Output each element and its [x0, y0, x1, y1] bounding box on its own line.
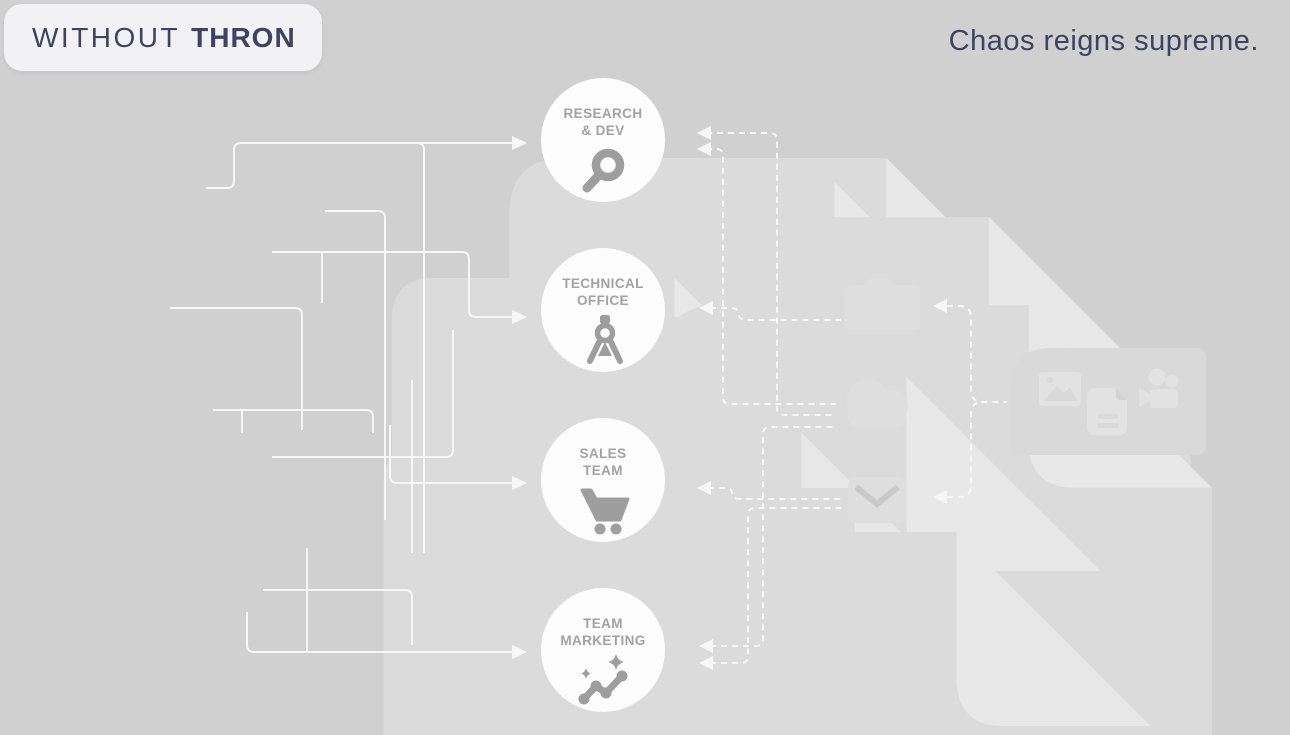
arrow-left-icon — [697, 481, 711, 495]
folder-icon — [845, 278, 920, 330]
video-camera-icon — [1139, 368, 1179, 408]
document-icon — [1087, 388, 1127, 435]
cart-icon — [580, 488, 630, 535]
arrow-left-icon — [699, 301, 713, 315]
department-label-line1: TECHNICAL — [562, 276, 644, 291]
arrow-right-icon — [512, 645, 527, 659]
envelope-icon — [848, 477, 906, 523]
department-label-line2: OFFICE — [577, 293, 629, 308]
badge-brand-label: THRON — [191, 21, 296, 53]
arrow-left-icon — [699, 656, 713, 670]
department-circle-team-marketing: TEAM MARKETING — [541, 588, 665, 712]
department-label-line1: RESEARCH — [563, 106, 643, 121]
department-label-line1: SALES — [579, 446, 627, 461]
compass-icon — [587, 315, 623, 364]
image-icon — [1039, 372, 1081, 406]
right-source-icons — [845, 278, 920, 523]
arrow-right-icon — [512, 136, 527, 150]
solid-connector-lines — [170, 142, 512, 653]
badge-prefix-label: WITHOUT — [32, 21, 181, 53]
without-thron-badge: WITHOUT THRON — [4, 4, 322, 71]
arrow-right-icon — [512, 476, 527, 490]
magnifier-icon — [582, 148, 625, 193]
department-label: TEAM MARKETING — [560, 615, 645, 649]
department-label: TECHNICAL OFFICE — [562, 275, 644, 309]
cloud-icon — [847, 379, 908, 428]
department-circle-technical-office: TECHNICAL OFFICE — [541, 248, 665, 372]
department-label: SALES TEAM — [579, 445, 626, 479]
trend-sparkle-icon — [578, 654, 628, 705]
arrow-left-icon — [697, 126, 711, 140]
department-label-line1: TEAM — [583, 616, 623, 631]
arrow-left-icon — [933, 299, 947, 313]
department-circle-sales-team: SALES TEAM — [541, 418, 665, 542]
dashed-connector-lines — [706, 132, 1007, 664]
department-label-line2: & DEV — [581, 123, 625, 138]
department-label: RESEARCH & DEV — [564, 105, 643, 139]
department-label-line2: MARKETING — [560, 633, 646, 648]
arrow-right-icon — [512, 310, 527, 324]
department-label-line2: TEAM — [583, 463, 623, 478]
arrow-left-icon — [933, 490, 947, 504]
dashed-arrowheads — [697, 126, 947, 670]
solid-arrowheads — [512, 136, 527, 659]
media-card — [1010, 348, 1206, 455]
tagline-text: Chaos reigns supreme. — [948, 25, 1259, 57]
arrow-left-icon — [697, 142, 711, 156]
arrow-left-icon — [699, 639, 713, 653]
department-circle-research-dev: RESEARCH & DEV — [541, 78, 665, 202]
